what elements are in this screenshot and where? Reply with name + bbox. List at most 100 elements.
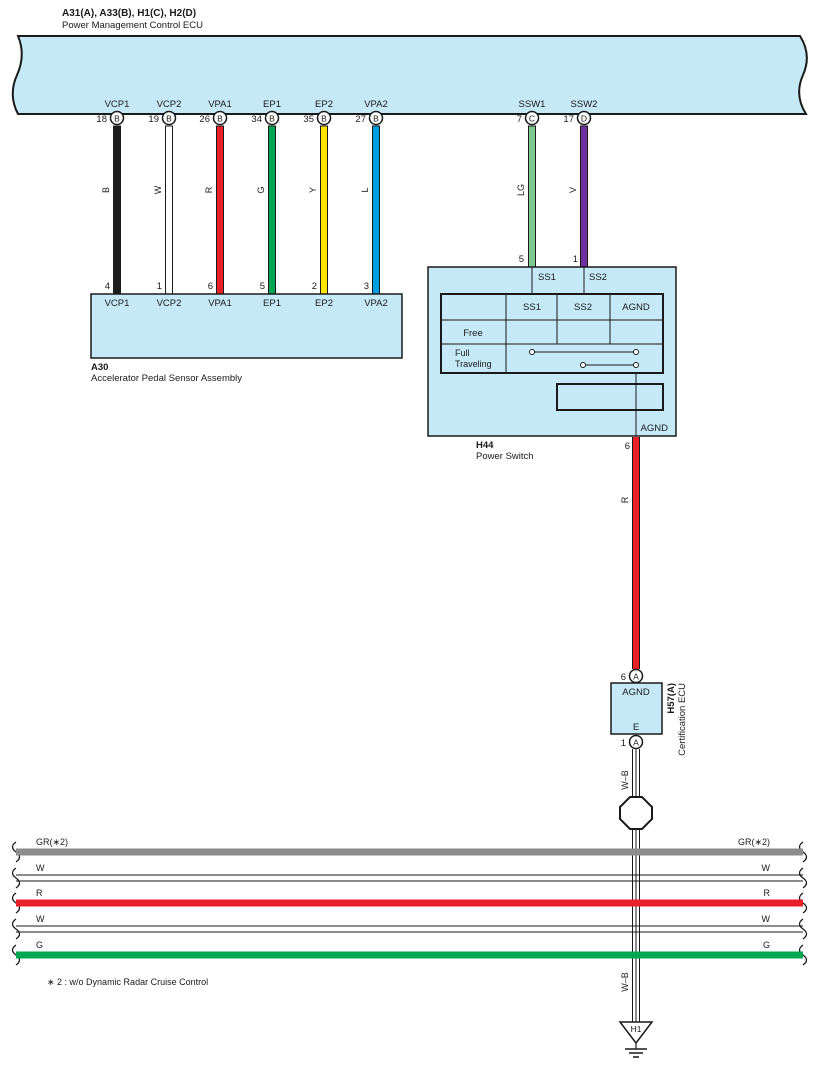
ecu-pin-label: SSW2	[571, 99, 598, 110]
bus-label-right: W	[762, 914, 771, 924]
sensor-pin-number: 3	[364, 281, 369, 292]
bus-label-right: R	[764, 888, 771, 898]
ecu-pin-label: SSW1	[519, 99, 546, 110]
wire-color-code: W	[153, 185, 163, 194]
wire-color-code: Y	[308, 187, 318, 193]
bus-label-right: W	[762, 863, 771, 873]
ecu-body	[11, 35, 808, 115]
wire-vpa2	[372, 125, 380, 295]
sensor-pin-number: 1	[157, 281, 162, 292]
wire-ep1	[268, 125, 276, 295]
wire-color-code: G	[256, 186, 266, 193]
sensor-code: A30	[91, 362, 108, 373]
connector-icon	[576, 110, 592, 126]
bus-line: GR(∗2)GR(∗2)	[11, 837, 808, 863]
cert-code: H57(A)	[666, 683, 677, 714]
ecu-pin-number: 27	[355, 114, 366, 125]
connector-letter: B	[321, 114, 327, 124]
ecu-pin-label: VPA1	[208, 99, 232, 110]
bus-label-right: G	[763, 940, 770, 950]
junction-octagon	[619, 796, 653, 830]
ecu-pin-number: 26	[199, 114, 210, 125]
bus-label-left: R	[36, 888, 43, 898]
connector-letter: D	[581, 114, 587, 124]
ecu-pin-label: VPA2	[364, 99, 388, 110]
connector-icon	[524, 110, 540, 126]
table-row-traveling: Traveling	[455, 359, 492, 369]
ecu-pin-label: VCP1	[105, 99, 130, 110]
wire-color-code: L	[360, 187, 370, 192]
switch-pin-ss1: 5	[519, 254, 524, 265]
connector-letter: B	[269, 114, 275, 124]
wire-color-code: B	[101, 187, 111, 193]
connector-icon	[316, 110, 332, 126]
connector-icon	[368, 110, 384, 126]
wire-color-code: R	[204, 186, 214, 193]
ecu-pin-number: 18	[96, 114, 107, 125]
switch-indicator-box	[556, 383, 664, 411]
bus-label-left: W	[36, 914, 45, 924]
wire-color-code: V	[568, 187, 578, 193]
cert-e-label: E	[633, 722, 639, 733]
bus-label-left: G	[36, 940, 43, 950]
wire-vcp2	[165, 125, 173, 295]
wire-ssw1	[528, 125, 536, 268]
table-row-free: Free	[463, 328, 483, 339]
sensor-pin-label: VPA2	[364, 298, 388, 309]
bus-label-right: GR(∗2)	[738, 837, 770, 847]
connector-icon	[161, 110, 177, 126]
table-row-full: Full	[455, 348, 470, 358]
ecu-pin-label: EP1	[263, 99, 281, 110]
ground-wire-color-lower: W–B	[620, 972, 630, 992]
sensor-pin-label: VPA1	[208, 298, 232, 309]
ecu-pin-number: 34	[251, 114, 262, 125]
bus-label-left: W	[36, 863, 45, 873]
ecu-pin-vpa2: VPA2 27 B L	[355, 99, 388, 295]
wire-ep2	[320, 125, 328, 295]
cert-bot-conn: A	[633, 738, 639, 748]
sensor-pin-label: VCP2	[157, 298, 182, 309]
sensor-body	[90, 293, 403, 359]
sensor-pin-number: 6	[208, 281, 213, 292]
ecu-pin-label: EP2	[315, 99, 333, 110]
ground-triangle-icon	[618, 1021, 654, 1045]
sensor-pin-number: 4	[105, 281, 110, 292]
ecu-pin-number: 17	[563, 114, 574, 125]
switch-table: SS1 SS2 AGND Free Full Traveling	[440, 293, 664, 374]
wire-vpa1	[216, 125, 224, 295]
ecu-name: Power Management Control ECU	[62, 20, 203, 31]
switch-name: Power Switch	[476, 451, 534, 462]
cert-bot-pin: 1	[621, 738, 626, 749]
switch-agnd-label: AGND	[641, 423, 669, 434]
ecu-pin-ssw2: SSW2 17 D V	[563, 99, 598, 268]
cert-top-conn: A	[633, 672, 639, 682]
connector-icon	[212, 110, 228, 126]
cert-name: Certification ECU	[677, 683, 688, 756]
ecu-pin-number: 7	[517, 114, 522, 125]
cert-agnd-label: AGND	[622, 687, 650, 698]
table-header-ss2: SS2	[574, 302, 592, 313]
switch-code: H44	[476, 440, 494, 451]
ecu-pin-number: 19	[148, 114, 159, 125]
connector-icon	[264, 110, 280, 126]
agnd-wire-color: R	[620, 496, 630, 503]
connector-letter: C	[529, 114, 535, 124]
connector-letter: B	[373, 114, 379, 124]
sensor-pin-number: 5	[260, 281, 265, 292]
cert-body	[610, 682, 663, 735]
switch-label-ss2: SS2	[589, 272, 607, 283]
footnote: ∗ 2 : w/o Dynamic Radar Cruise Control	[47, 977, 208, 987]
ground-wire-color-upper: W–B	[620, 770, 630, 790]
